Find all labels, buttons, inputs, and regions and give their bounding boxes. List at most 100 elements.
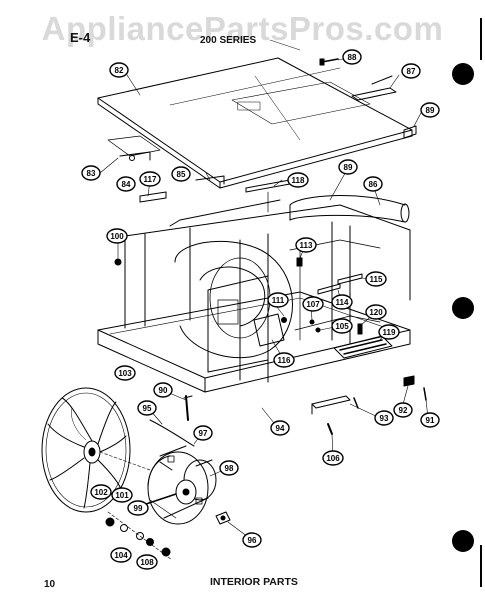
bracket-93-part: [311, 395, 359, 415]
edge-mark-bottom: [480, 545, 482, 587]
strap-97-part: [149, 419, 195, 447]
callout-98: 98: [219, 460, 239, 476]
svg-text:103: 103: [118, 369, 132, 378]
svg-text:100: 100: [110, 232, 124, 241]
top-screw-part: [319, 58, 339, 66]
svg-text:117: 117: [144, 175, 157, 184]
svg-text:83: 83: [87, 169, 96, 178]
fan-motor-part: [139, 445, 217, 525]
svg-text:115: 115: [370, 275, 383, 284]
callout-116: 116: [273, 352, 295, 368]
strip-118-part: [245, 179, 291, 213]
svg-text:84: 84: [122, 180, 131, 189]
bracket-117-part: [119, 151, 151, 161]
svg-text:90: 90: [159, 386, 168, 395]
svg-text:106: 106: [326, 454, 340, 463]
callout-106: 106: [322, 450, 344, 466]
screw-113-part: [296, 257, 303, 267]
svg-text:105: 105: [335, 322, 349, 331]
svg-text:92: 92: [399, 406, 408, 415]
svg-text:118: 118: [292, 176, 305, 185]
callout-96: 96: [242, 532, 262, 548]
callout-117: 117: [139, 171, 161, 187]
clip-86-part: [403, 125, 417, 139]
callout-88: 88: [342, 49, 362, 65]
page-number: 10: [44, 579, 56, 590]
callout-108: 108: [136, 554, 158, 570]
svg-text:111: 111: [272, 296, 285, 305]
screw-100-part: [114, 258, 122, 266]
svg-text:104: 104: [114, 551, 128, 560]
callout-102: 102: [90, 484, 112, 500]
callout-87: 87: [401, 63, 421, 79]
callout-93: 93: [374, 410, 394, 426]
svg-text:89: 89: [344, 163, 353, 172]
callout-103: 103: [114, 365, 136, 381]
washer-96-part: [215, 511, 231, 525]
callout-104: 104: [110, 547, 132, 563]
callout-95: 95: [137, 400, 157, 416]
callout-107: 107: [302, 296, 324, 312]
svg-text:113: 113: [300, 241, 313, 250]
binder-hole-top: [452, 63, 474, 85]
clip-84-part: [139, 191, 167, 203]
callout-120: 120: [365, 304, 387, 320]
callout-89b: 89: [338, 159, 358, 175]
svg-text:102: 102: [94, 488, 108, 497]
callout-118: 118: [287, 172, 309, 188]
binder-hole-middle: [452, 297, 474, 319]
callout-115: 115: [365, 271, 387, 287]
series-label: 200 SERIES: [200, 35, 257, 46]
svg-text:101: 101: [115, 491, 129, 500]
screw-106-part: [327, 423, 333, 435]
pad-116-part: [253, 313, 285, 347]
callout-84: 84: [116, 176, 136, 192]
svg-text:95: 95: [143, 404, 152, 413]
svg-text:108: 108: [140, 558, 154, 567]
clip-85-part: [195, 175, 225, 185]
hardware-stack-part: [105, 511, 173, 561]
binder-hole-bottom: [452, 530, 474, 552]
watermark: AppliancePartsPros.com: [41, 10, 444, 47]
rod-90-part: [183, 395, 193, 421]
svg-text:82: 82: [115, 66, 124, 75]
callout-86: 86: [363, 176, 383, 192]
cabinet-frame-part: [97, 199, 411, 393]
svg-text:99: 99: [134, 504, 143, 513]
grille-119-part: [333, 335, 393, 359]
svg-text:96: 96: [248, 536, 257, 545]
callout-89: 89: [420, 102, 440, 118]
svg-text:120: 120: [369, 308, 383, 317]
svg-text:86: 86: [369, 180, 378, 189]
callout-105: 105: [331, 318, 353, 334]
callout-97: 97: [193, 425, 213, 441]
bracket-87-part: [351, 75, 397, 101]
svg-text:85: 85: [177, 170, 186, 179]
svg-text:119: 119: [383, 328, 396, 337]
callout-85: 85: [171, 166, 191, 182]
callout-100: 100: [106, 228, 128, 244]
callout-82: 82: [109, 62, 129, 78]
callout-111: 111: [267, 292, 289, 308]
bracket-92-part: [403, 375, 415, 387]
svg-text:93: 93: [380, 414, 389, 423]
callout-94: 94: [270, 420, 290, 436]
svg-text:116: 116: [278, 356, 291, 365]
svg-text:89: 89: [426, 106, 435, 115]
svg-text:88: 88: [348, 53, 357, 62]
callout-114: 114: [331, 294, 353, 310]
diagram-code: E-4: [70, 30, 91, 45]
duct-86-part: [289, 195, 410, 223]
strip-114-part: [317, 283, 341, 295]
svg-text:98: 98: [225, 464, 234, 473]
svg-text:114: 114: [336, 298, 349, 307]
callout-90: 90: [153, 382, 173, 398]
callout-101: 101: [111, 487, 133, 503]
small-screws-part: [281, 317, 363, 335]
callout-92: 92: [393, 402, 413, 418]
leader-lines: [99, 57, 429, 541]
screw-91-part: [423, 387, 427, 401]
svg-text:97: 97: [199, 429, 208, 438]
